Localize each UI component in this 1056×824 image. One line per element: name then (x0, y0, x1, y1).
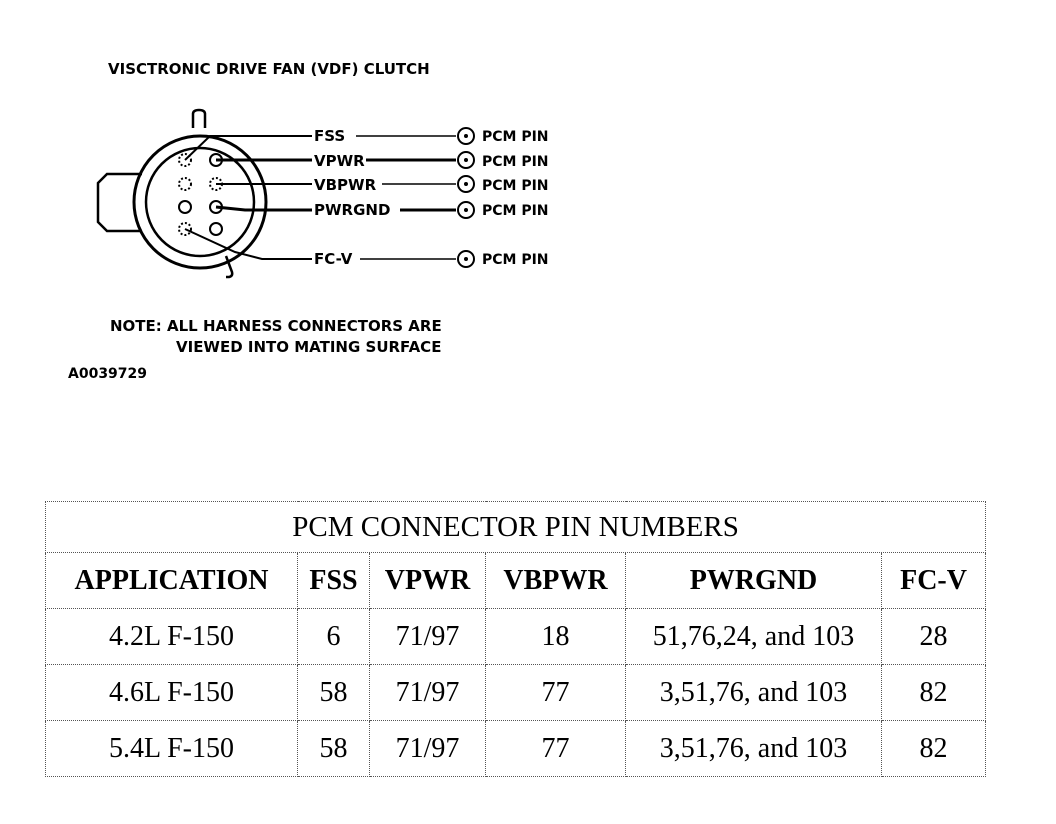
cell-pwrgnd: 51,76,24, and 103 (625, 608, 882, 665)
circuit-fss: FSS PCM PIN (314, 127, 549, 145)
header-pwrgnd: PWRGND (625, 552, 882, 609)
cell-fss: 6 (297, 608, 370, 665)
pin-cavity (178, 222, 192, 236)
cell-vbpwr: 77 (485, 720, 626, 777)
pin-cavity (209, 222, 223, 236)
circuit-vpwr: VPWR PCM PIN (314, 151, 549, 170)
cell-vbpwr: 18 (485, 608, 626, 665)
header-application: APPLICATION (45, 552, 298, 609)
circuit-label: FSS (314, 127, 345, 145)
cell-fss: 58 (297, 664, 370, 721)
table-title: PCM CONNECTOR PIN NUMBERS (44, 501, 987, 553)
cell-fss: 58 (297, 720, 370, 777)
pcm-pin-label: PCM PIN (482, 129, 549, 145)
table-header-row: APPLICATION FSS VPWR VBPWR PWRGND FC-V (45, 552, 987, 609)
circuit-label: FC-V (314, 250, 353, 268)
circuit-vbpwr: VBPWR PCM PIN (314, 175, 549, 194)
figure-id: A0039729 (68, 366, 147, 382)
header-fss: FSS (297, 552, 370, 609)
pin-cavity (178, 200, 192, 214)
cell-vpwr: 71/97 (369, 720, 486, 777)
table-row: 4.2L F-150 6 71/97 18 51,76,24, and 103 … (45, 608, 987, 665)
cell-fc-v: 82 (880, 720, 987, 777)
header-vpwr: VPWR (369, 552, 486, 609)
cell-vpwr: 71/97 (369, 608, 486, 665)
note-line-1: NOTE: ALL HARNESS CONNECTORS ARE (110, 317, 442, 335)
connector-pins (178, 153, 223, 236)
table-row: 4.6L F-150 58 71/97 77 3,51,76, and 103 … (45, 664, 987, 721)
diagram-title: VISCTRONIC DRIVE FAN (VDF) CLUTCH (108, 60, 430, 78)
cell-vbpwr: 77 (485, 664, 626, 721)
cell-application: 5.4L F-150 (45, 720, 298, 777)
pcm-pin-label: PCM PIN (482, 154, 549, 170)
pcm-pin-table: PCM CONNECTOR PIN NUMBERS APPLICATION FS… (44, 501, 987, 777)
cell-pwrgnd: 3,51,76, and 103 (625, 720, 882, 777)
connector-diagram: VISCTRONIC DRIVE FAN (VDF) CLUTCH FSS (68, 60, 549, 382)
connector-body (96, 108, 268, 279)
pcm-pin-label: PCM PIN (482, 203, 549, 219)
cell-application: 4.2L F-150 (45, 608, 298, 665)
pin-cavity (178, 153, 192, 167)
pin-cavity (178, 177, 192, 191)
header-fc-v: FC-V (880, 552, 987, 609)
circuit-pwrgnd: PWRGND PCM PIN (314, 201, 549, 219)
pcm-pin-label: PCM PIN (482, 252, 549, 268)
pcm-pin-label: PCM PIN (482, 178, 549, 194)
note-line-2: VIEWED INTO MATING SURFACE (176, 338, 441, 356)
circuit-fc-v: FC-V PCM PIN (314, 250, 549, 268)
table-row: 5.4L F-150 58 71/97 77 3,51,76, and 103 … (45, 720, 987, 777)
header-vbpwr: VBPWR (485, 552, 626, 609)
cell-application: 4.6L F-150 (45, 664, 298, 721)
cell-pwrgnd: 3,51,76, and 103 (625, 664, 882, 721)
wire-leads (184, 135, 312, 260)
table-title-row: PCM CONNECTOR PIN NUMBERS (44, 501, 987, 553)
circuit-label: VPWR (314, 152, 365, 170)
circuit-label: PWRGND (314, 201, 390, 219)
cell-vpwr: 71/97 (369, 664, 486, 721)
cell-fc-v: 28 (880, 608, 987, 665)
cell-fc-v: 82 (880, 664, 987, 721)
circuit-label: VBPWR (314, 176, 377, 194)
